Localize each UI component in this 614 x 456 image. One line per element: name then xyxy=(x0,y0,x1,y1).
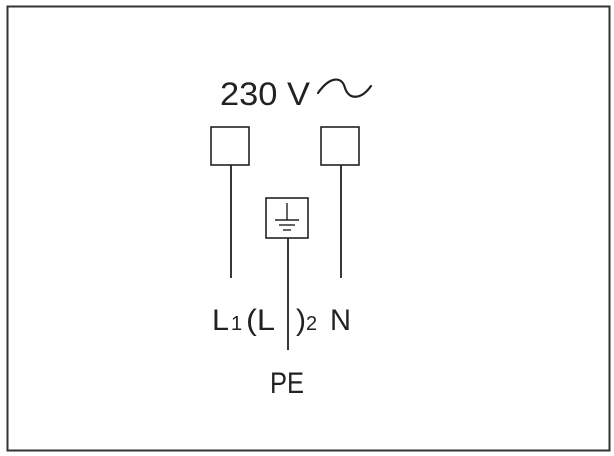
terminal-l2-label-close: ) xyxy=(296,304,306,337)
terminal-l2-subscript: 2 xyxy=(306,313,317,335)
terminal-l1 xyxy=(210,126,250,278)
terminal-n-box xyxy=(320,126,360,166)
terminal-l2-label-open: (L xyxy=(246,304,275,337)
voltage-label: 230 V xyxy=(220,76,311,112)
terminal-l1-label: L xyxy=(212,304,229,337)
terminal-n xyxy=(320,126,360,278)
terminal-n-label: N xyxy=(330,304,351,337)
terminal-pe-label: PE xyxy=(270,367,304,400)
ac-sine-wave-icon xyxy=(316,78,373,98)
terminal-l1-box xyxy=(210,126,250,166)
earth-ground-icon xyxy=(275,203,299,231)
terminal-l1-subscript: 1 xyxy=(231,313,242,335)
terminal-pe xyxy=(265,197,309,350)
